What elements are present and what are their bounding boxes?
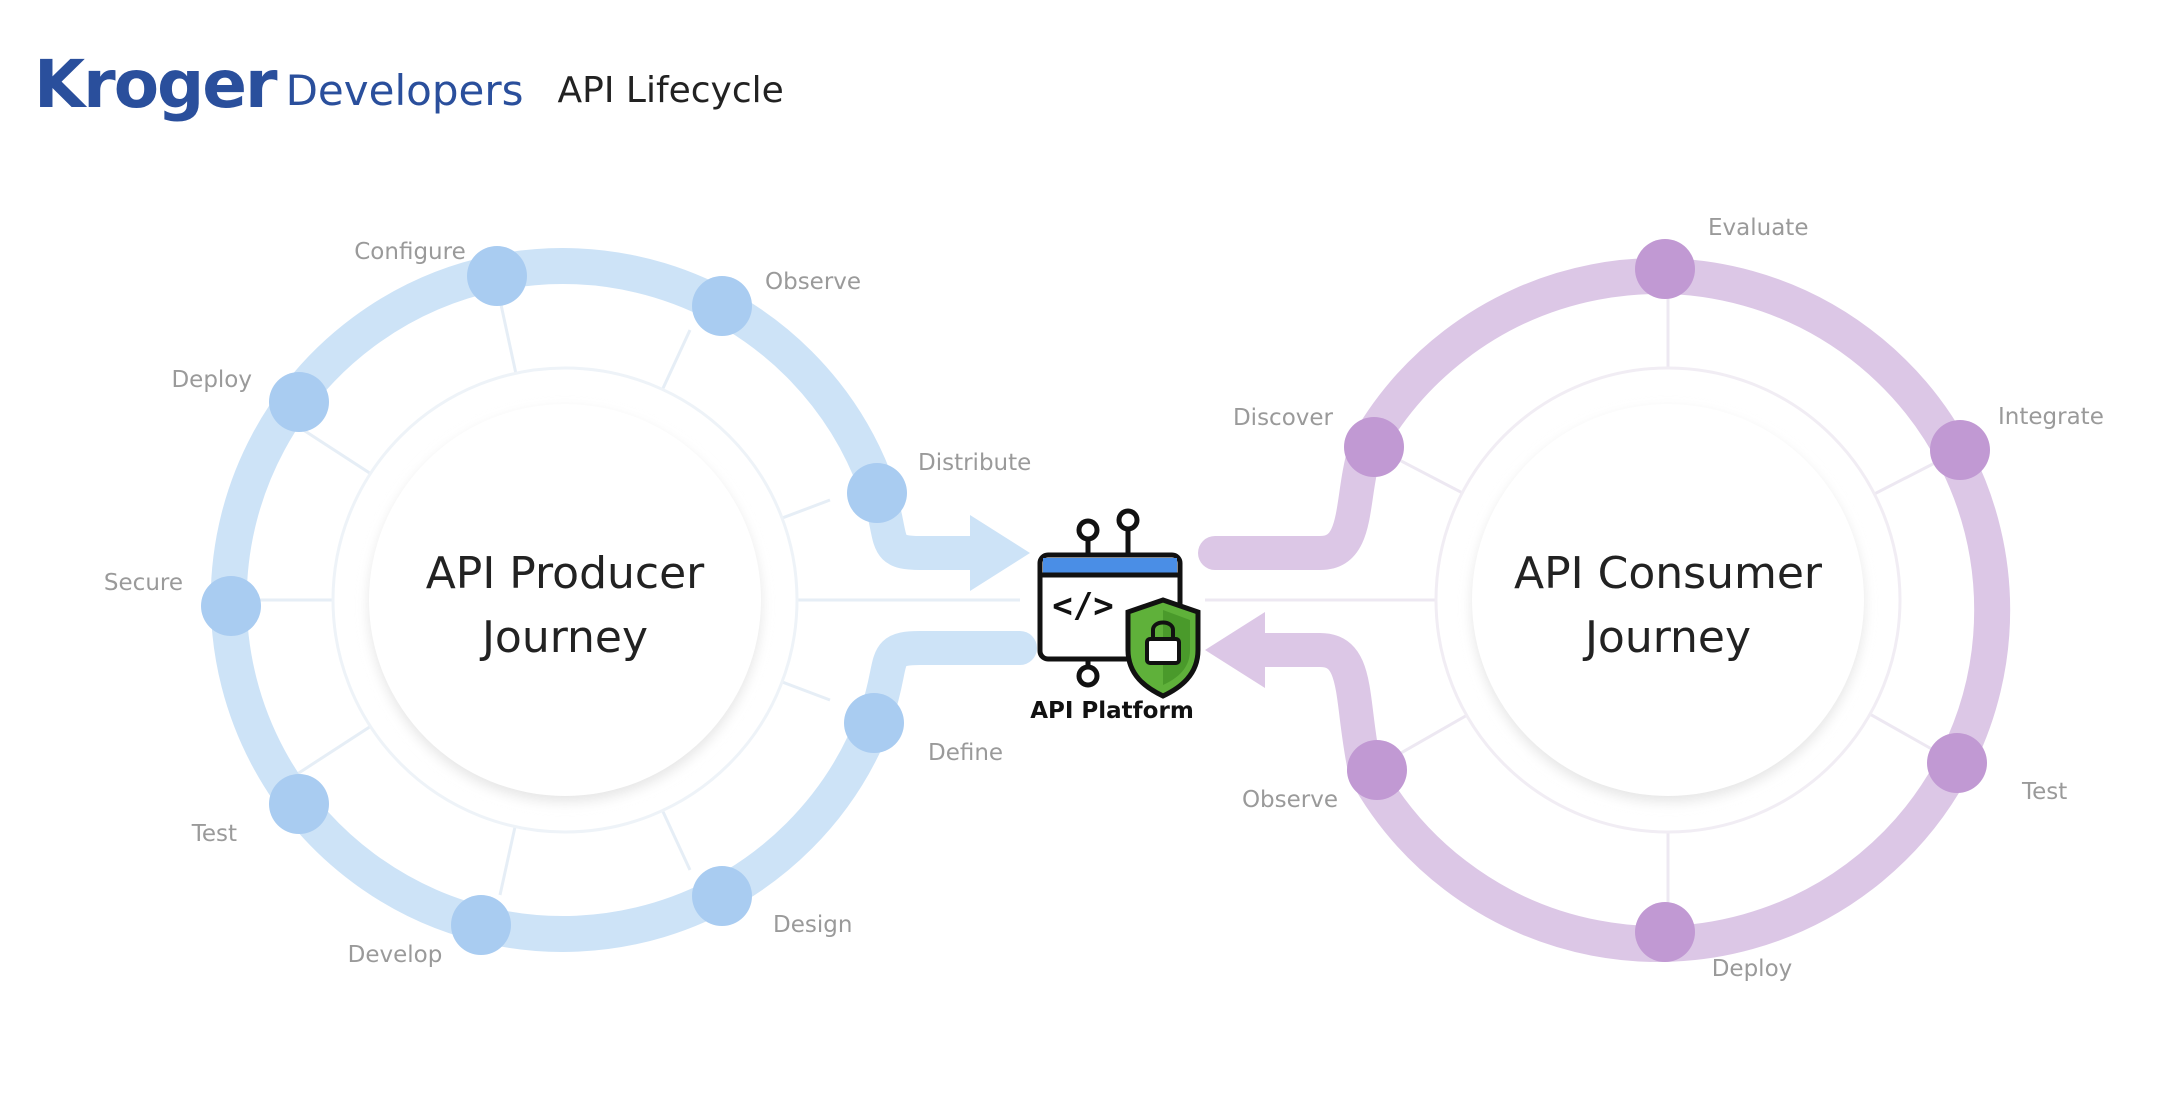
consumer-node-integrate[interactable]: [1930, 420, 1990, 480]
consumer-node-discover[interactable]: [1344, 417, 1404, 477]
consumer-ring: [1347, 258, 2011, 962]
producer-label-define: Define: [928, 740, 1003, 766]
producer-define-connector: [860, 631, 1037, 730]
producer-node-observe[interactable]: [692, 276, 752, 336]
producer-label-secure: Secure: [104, 570, 183, 596]
consumer-node-observe[interactable]: [1347, 740, 1407, 800]
consumer-title-line1: API Consumer: [1514, 548, 1823, 599]
producer-label-test: Test: [191, 821, 237, 847]
producer-node-design[interactable]: [692, 866, 752, 926]
producer-node-define[interactable]: [844, 693, 904, 753]
consumer-title-line2: Journey: [1582, 612, 1751, 663]
producer-label-develop: Develop: [348, 942, 443, 968]
consumer-label-discover: Discover: [1233, 405, 1334, 431]
producer-node-test[interactable]: [269, 774, 329, 834]
consumer-node-evaluate[interactable]: [1635, 239, 1695, 299]
header: Kroger Developers API Lifecycle: [34, 30, 784, 150]
producer-label-deploy: Deploy: [171, 367, 252, 393]
consumer-arrow-head: [1205, 612, 1265, 688]
consumer-label-test: Test: [2021, 779, 2067, 805]
producer-node-develop[interactable]: [451, 895, 511, 955]
svg-text:</>: </>: [1052, 586, 1113, 626]
kroger-logo[interactable]: Kroger: [34, 45, 278, 123]
consumer-nodes: [1344, 239, 1990, 962]
producer-node-configure[interactable]: [467, 246, 527, 306]
developers-logo-text: Developers: [285, 65, 524, 115]
consumer-center-circle: [1472, 404, 1864, 796]
consumer-discover-connector: [1198, 433, 1382, 570]
producer-label-design: Design: [773, 912, 852, 938]
producer-node-deploy[interactable]: [269, 372, 329, 432]
producer-title-line2: Journey: [479, 612, 648, 663]
producer-label-distribute: Distribute: [918, 450, 1031, 476]
producer-arrow-head: [970, 515, 1030, 591]
producer-title-line1: API Producer: [426, 548, 705, 599]
producer-node-distribute[interactable]: [847, 463, 907, 523]
producer-center-circle: [369, 404, 761, 796]
consumer-label-deploy: Deploy: [1712, 956, 1793, 982]
consumer-observe-connector: [1238, 633, 1382, 787]
consumer-journey: API Consumer Journey Evaluate Discover I…: [1198, 215, 2104, 982]
producer-journey: API Producer Journey Configure Observe D…: [104, 239, 1037, 968]
producer-nodes: [201, 246, 907, 955]
producer-node-secure[interactable]: [201, 576, 261, 636]
consumer-node-test[interactable]: [1927, 733, 1987, 793]
consumer-label-observe: Observe: [1242, 787, 1338, 813]
consumer-node-deploy[interactable]: [1635, 902, 1695, 962]
api-platform-shield-lock-icon[interactable]: </>: [1037, 508, 1201, 699]
page-title: API Lifecycle: [557, 69, 784, 111]
consumer-label-evaluate: Evaluate: [1708, 215, 1808, 241]
api-platform-label: API Platform: [1030, 698, 1194, 724]
consumer-label-integrate: Integrate: [1998, 404, 2104, 430]
producer-label-configure: Configure: [354, 239, 465, 265]
producer-label-observe: Observe: [765, 269, 861, 295]
